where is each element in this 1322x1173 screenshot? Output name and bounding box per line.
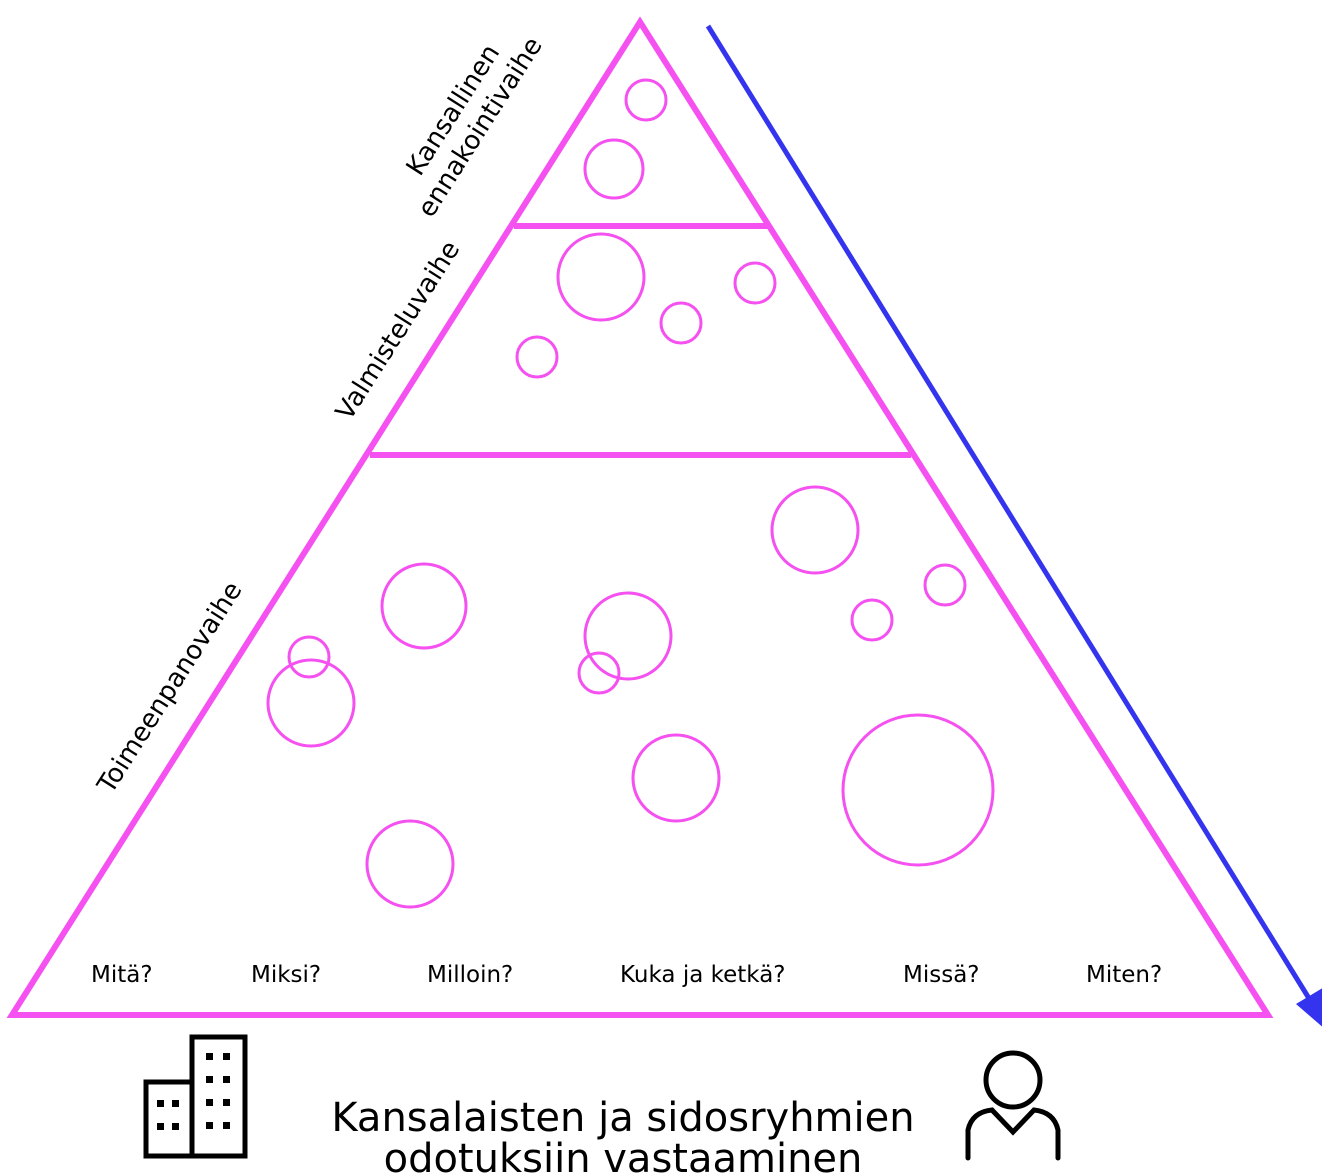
bubble bbox=[841, 713, 995, 867]
question-label: Miksi? bbox=[251, 962, 321, 988]
question-label: Mitä? bbox=[91, 962, 153, 988]
bubble bbox=[624, 78, 668, 122]
pyramid-outline bbox=[6, 16, 1274, 1018]
bubble bbox=[631, 733, 721, 823]
question-label: Kuka ja ketkä? bbox=[620, 962, 786, 988]
footer-line-2: odotuksiin vastaaminen bbox=[384, 1136, 863, 1173]
office-building-icon bbox=[143, 1034, 248, 1159]
bubble bbox=[583, 591, 673, 681]
bubble bbox=[733, 261, 777, 305]
question-label: Miten? bbox=[1086, 962, 1162, 988]
direction-arrow-head bbox=[1296, 988, 1322, 1027]
bubble bbox=[850, 598, 894, 642]
bubble bbox=[923, 563, 967, 607]
footer-line-1: Kansalaisten ja sidosryhmien bbox=[331, 1095, 914, 1141]
bubble bbox=[770, 485, 860, 575]
bubble bbox=[380, 562, 468, 650]
direction-arrow bbox=[705, 24, 1313, 1002]
bubble bbox=[287, 635, 331, 679]
bubble bbox=[577, 651, 621, 695]
bubble bbox=[556, 232, 646, 322]
bubble bbox=[266, 658, 356, 748]
question-label: Milloin? bbox=[427, 962, 513, 988]
question-label: Missä? bbox=[903, 962, 980, 988]
bubble bbox=[365, 819, 455, 909]
person-icon bbox=[965, 1050, 1061, 1161]
bubble bbox=[515, 335, 559, 379]
bubble bbox=[659, 301, 703, 345]
bubble bbox=[583, 138, 645, 200]
